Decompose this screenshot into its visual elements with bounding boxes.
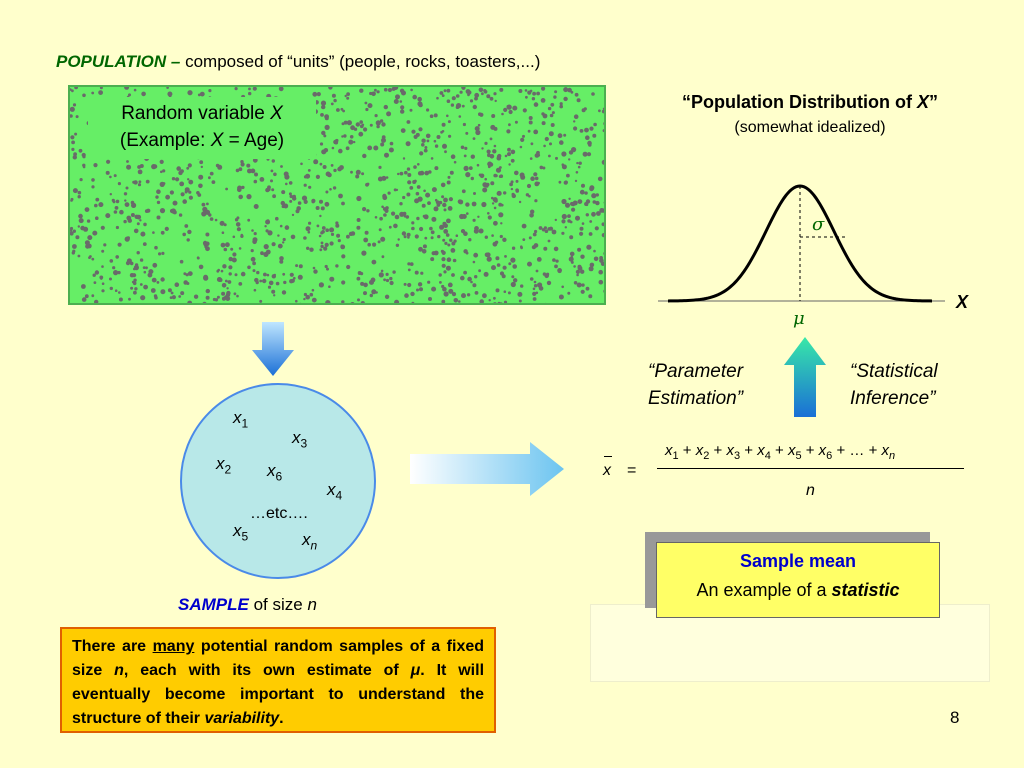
sample-x4: x4 xyxy=(327,480,343,503)
title-population: POPULATION – xyxy=(56,52,181,71)
rv-line1: Random variable X xyxy=(121,103,283,124)
page-number: 8 xyxy=(950,708,960,727)
x-bar-symbol: x xyxy=(603,456,612,480)
population-box xyxy=(68,85,606,305)
distribution-title: “Population Distribution of X” xyxy=(682,92,938,112)
sigma-symbol: σ xyxy=(812,214,825,235)
title-rest: composed of “units” (people, rocks, toas… xyxy=(180,52,541,71)
bell-curve-diagram: σ μ X xyxy=(658,184,969,329)
random-variable-label: Random variable X (Example: X = Age) xyxy=(88,97,316,159)
sample-mean-box: Sample mean An example of a statistic xyxy=(656,542,940,618)
distribution-subtitle: (somewhat idealized) xyxy=(734,119,886,136)
sample-x5: x5 xyxy=(233,521,249,544)
sample-xn: xn xyxy=(302,530,318,553)
equals-sign: = xyxy=(627,462,637,479)
formula-numerator: x1 + x2 + x3 + x4 + x5 + x6 + … + xn xyxy=(665,442,896,462)
sample-x6: x6 xyxy=(267,461,283,484)
fraction-bar xyxy=(657,468,964,469)
mu-symbol: μ xyxy=(793,308,805,329)
slide-title: POPULATION – composed of “units” (people… xyxy=(56,52,540,72)
up-arrow xyxy=(784,337,826,417)
variability-note: There are many potential random samples … xyxy=(60,627,496,733)
sample-label: SAMPLE of size n xyxy=(178,595,317,614)
population-dots xyxy=(70,87,604,303)
sample-mean-text: An example of a statistic xyxy=(696,580,900,600)
axis-x-label: X xyxy=(955,292,969,312)
right-arrow xyxy=(410,442,564,496)
sample-etc: …etc…. xyxy=(250,505,308,522)
sample-x1: x1 xyxy=(233,408,249,431)
down-arrow xyxy=(252,322,294,376)
sample-mean-title: Sample mean xyxy=(739,551,857,571)
rv-line2: (Example: X = Age) xyxy=(119,130,285,151)
sample-circle xyxy=(180,383,376,579)
sample-x3: x3 xyxy=(292,428,308,451)
formula-denominator: n xyxy=(806,482,815,499)
sample-x2: x2 xyxy=(216,454,232,477)
